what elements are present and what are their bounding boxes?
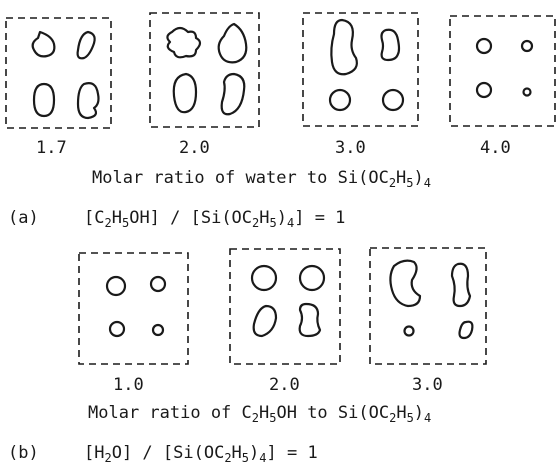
subscript: 2 bbox=[252, 216, 260, 230]
condition-text: ) bbox=[249, 443, 260, 463]
frame-a-4 bbox=[449, 15, 556, 127]
frame-a-3 bbox=[302, 12, 419, 127]
panel-tag-b: (b) bbox=[8, 443, 39, 463]
value-label: 3.0 bbox=[335, 138, 366, 158]
droplet-a1-br bbox=[76, 82, 100, 120]
droplet-a3-br bbox=[381, 88, 405, 112]
subscript: 5 bbox=[269, 216, 277, 230]
condition-text: [C bbox=[84, 208, 105, 228]
subscript: 4 bbox=[287, 216, 295, 230]
droplet-a4-tl bbox=[475, 37, 493, 55]
subscript: 2 bbox=[388, 176, 397, 190]
condition-b: [H2O] / [Si(OC2H5)4] = 1 bbox=[84, 443, 318, 465]
droplet-b2-br bbox=[298, 302, 322, 338]
droplet-b1-tr bbox=[149, 275, 167, 293]
droplet-b2-tr bbox=[298, 264, 326, 292]
subscript: 5 bbox=[406, 176, 414, 190]
subscript: 2 bbox=[389, 411, 397, 425]
condition-text: ] = 1 bbox=[266, 443, 318, 463]
droplet-b3-bl bbox=[403, 325, 415, 337]
droplet-a2-tr bbox=[217, 22, 248, 64]
subscript: 5 bbox=[406, 411, 414, 425]
axis-text: H bbox=[396, 403, 407, 423]
droplet-a3-tl bbox=[330, 18, 358, 76]
droplet-a4-br bbox=[522, 87, 532, 97]
value-label: 2.0 bbox=[269, 375, 300, 395]
droplet-a1-tl bbox=[31, 30, 56, 58]
condition-text: OH] / [Si(OC bbox=[129, 208, 253, 228]
condition-text: ] = 1 bbox=[294, 208, 346, 228]
value-label: 3.0 bbox=[412, 375, 443, 395]
frame-b-1 bbox=[78, 252, 189, 365]
value-label: 1.7 bbox=[36, 138, 67, 158]
droplet-a2-tl bbox=[166, 26, 202, 59]
axis-text: H bbox=[396, 168, 407, 188]
droplet-b1-br bbox=[151, 323, 165, 337]
droplet-a2-bl bbox=[172, 72, 198, 114]
droplet-b3-tl bbox=[389, 259, 422, 308]
frame-a-2 bbox=[149, 12, 260, 128]
frame-a-1 bbox=[5, 17, 112, 129]
condition-text: H bbox=[259, 208, 270, 228]
subscript: 2 bbox=[224, 451, 232, 465]
subscript: 4 bbox=[423, 176, 432, 190]
subscript: 5 bbox=[269, 411, 277, 425]
axis-text: H bbox=[259, 403, 270, 423]
droplet-a1-bl bbox=[32, 82, 56, 118]
subscript: 2 bbox=[104, 216, 112, 230]
axis-text: Molar ratio of C bbox=[88, 403, 252, 423]
subscript: 4 bbox=[424, 411, 432, 425]
value-label: 2.0 bbox=[179, 138, 210, 158]
frame-b-3 bbox=[369, 247, 487, 365]
subscript: 5 bbox=[241, 451, 250, 465]
condition-text: [H bbox=[84, 443, 105, 463]
droplet-b2-tl bbox=[250, 264, 278, 292]
axis-text: ) bbox=[413, 168, 424, 188]
droplet-b2-bl bbox=[252, 304, 278, 338]
subscript: 4 bbox=[259, 451, 267, 465]
droplet-b1-tl bbox=[105, 275, 127, 297]
value-label: 1.0 bbox=[113, 375, 144, 395]
condition-text: H bbox=[111, 208, 122, 228]
droplet-b3-br bbox=[458, 320, 474, 340]
droplet-a1-tr bbox=[76, 30, 96, 60]
axis-text: Molar ratio of water to Si(OC bbox=[92, 168, 389, 188]
condition-text: H bbox=[231, 443, 242, 463]
axis-text: ) bbox=[413, 403, 425, 423]
subscript: 2 bbox=[104, 451, 112, 465]
subscript: 2 bbox=[251, 411, 259, 425]
subscript: 5 bbox=[121, 216, 130, 230]
droplet-b1-bl bbox=[108, 320, 126, 338]
droplet-a4-bl bbox=[475, 81, 493, 99]
condition-text: O] / [Si(OC bbox=[111, 443, 225, 463]
axis-title-a: Molar ratio of water to Si(OC2H5)4 bbox=[92, 168, 432, 190]
droplet-a3-bl bbox=[328, 88, 352, 112]
droplet-b3-tr bbox=[450, 262, 472, 308]
frame-b-2 bbox=[229, 248, 341, 365]
axis-title-b: Molar ratio of C2H5OH to Si(OC2H5)4 bbox=[88, 403, 432, 425]
value-label: 4.0 bbox=[480, 138, 511, 158]
droplet-a4-tr bbox=[520, 39, 534, 53]
droplet-a3-tr bbox=[380, 28, 401, 62]
condition-text: ) bbox=[276, 208, 287, 228]
panel-tag-a: (a) bbox=[8, 208, 39, 228]
droplet-a2-br bbox=[220, 72, 246, 116]
condition-a: [C2H5OH] / [Si(OC2H5)4] = 1 bbox=[84, 208, 346, 230]
axis-text: OH to Si(OC bbox=[276, 403, 390, 423]
